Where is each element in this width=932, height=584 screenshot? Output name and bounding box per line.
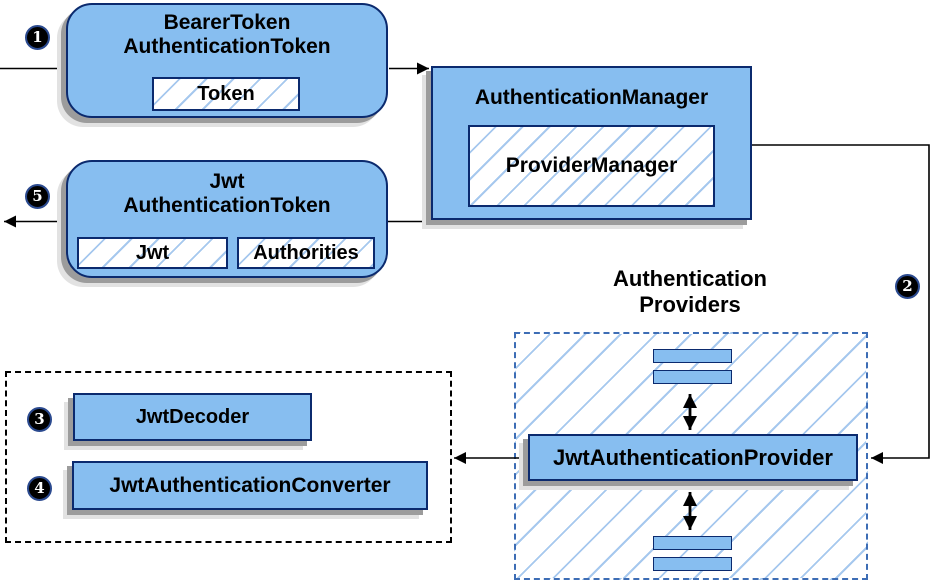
provider-manager-chip-label: ProviderManager xyxy=(505,154,678,177)
node-authentication-manager: AuthenticationManager ProviderManager xyxy=(431,66,752,220)
jwt-chip: Jwt xyxy=(77,237,228,269)
token-chip: Token xyxy=(152,77,300,111)
authentication-manager-title: AuthenticationManager xyxy=(474,86,709,109)
provider-placeholder-bar-top-2 xyxy=(653,370,732,384)
provider-placeholder-bar-bottom-1 xyxy=(653,536,732,550)
step-badge-2-number: 2 xyxy=(902,277,913,295)
jwt-authentication-provider-label: JwtAuthenticationProvider xyxy=(553,444,833,470)
jwt-chip-label: Jwt xyxy=(135,241,170,264)
bearer-token-title: BearerToken AuthenticationToken xyxy=(68,5,386,59)
authentication-providers-label-line2: Providers xyxy=(639,292,741,317)
jwt-decoder-label: JwtDecoder xyxy=(135,405,250,428)
step-badge-3: 3 xyxy=(27,407,52,432)
arrow-manager-to-provider xyxy=(752,144,930,464)
provider-placeholder-bar-bottom-2 xyxy=(653,557,732,571)
step-badge-1: 1 xyxy=(25,25,50,50)
jwt-authentication-converter-label: JwtAuthenticationConverter xyxy=(109,473,391,497)
provider-placeholder-bar-top-1 xyxy=(653,349,732,363)
step-badge-1-number: 1 xyxy=(32,28,43,46)
jwt-token-title: Jwt AuthenticationToken xyxy=(68,162,386,218)
jwt-token-title-line2: AuthenticationToken xyxy=(123,194,331,217)
node-jwt-authentication-provider: JwtAuthenticationProvider xyxy=(528,434,858,481)
bearer-token-title-line2: AuthenticationToken xyxy=(123,35,331,58)
node-bearer-token-authentication-token: BearerToken AuthenticationToken Token xyxy=(66,3,388,118)
node-jwt-authentication-token: Jwt AuthenticationToken Jwt Authorities xyxy=(66,160,388,278)
node-jwt-authentication-converter: JwtAuthenticationConverter xyxy=(72,461,428,510)
jwt-token-title-line1: Jwt xyxy=(209,170,245,193)
token-chip-label: Token xyxy=(197,82,255,105)
step-badge-5-number: 5 xyxy=(32,187,43,205)
authorities-chip: Authorities xyxy=(237,237,375,269)
provider-manager-chip: ProviderManager xyxy=(468,125,715,207)
step-badge-3-number: 3 xyxy=(34,410,45,428)
bearer-token-title-line1: BearerToken xyxy=(163,11,291,34)
step-badge-4: 4 xyxy=(27,476,52,501)
authorities-chip-label: Authorities xyxy=(253,241,359,264)
step-badge-4-number: 4 xyxy=(34,479,45,497)
authentication-providers-label: Authentication Providers xyxy=(590,266,790,318)
step-badge-2: 2 xyxy=(895,274,920,299)
authentication-providers-label-line1: Authentication xyxy=(613,266,767,291)
node-jwt-decoder: JwtDecoder xyxy=(73,393,312,441)
step-badge-5: 5 xyxy=(25,184,50,209)
